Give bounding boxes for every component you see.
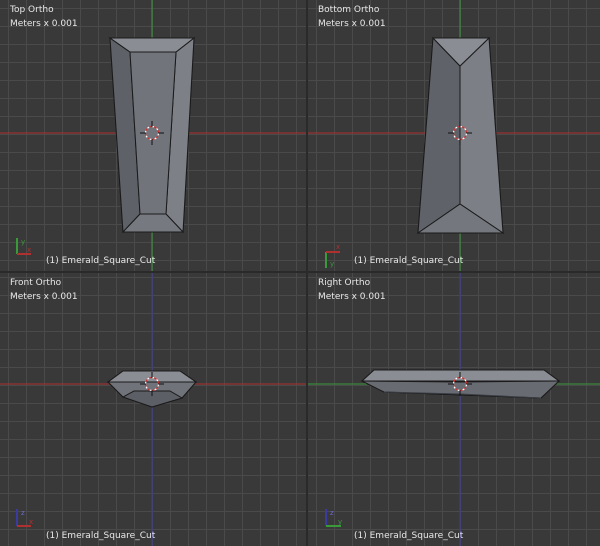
3d-cursor-icon[interactable] (448, 121, 472, 145)
gizmo-x-label: x (27, 246, 31, 254)
viewport-bottom-ortho[interactable]: y x Bottom Ortho Meters x 0.001 (1) Emer… (308, 0, 600, 271)
viewport-units: Meters x 0.001 (10, 19, 78, 29)
gizmo-y-label: y (330, 260, 334, 268)
axis-gizmo-icon: z x (16, 509, 33, 527)
mesh-scene-front: z x (0, 273, 306, 546)
viewport-title: Front Ortho (10, 278, 62, 288)
3d-cursor-icon[interactable] (448, 372, 472, 396)
gizmo-x-label: x (336, 243, 340, 251)
3d-cursor-icon[interactable] (140, 121, 164, 145)
viewport-object-name: (1) Emerald_Square_Cut (46, 256, 156, 266)
emerald-mesh[interactable] (108, 36, 196, 234)
viewport-units: Meters x 0.001 (318, 19, 386, 29)
viewport-front-ortho[interactable]: z x Front Ortho Meters x 0.001 (1) Emera… (0, 273, 306, 546)
viewport-title: Top Ortho (10, 5, 54, 15)
viewport-divider-horizontal[interactable] (0, 271, 600, 273)
gizmo-z-label: z (330, 509, 334, 517)
emerald-mesh[interactable] (416, 36, 505, 235)
viewport-top-ortho[interactable]: y x Top Ortho Meters x 0.001 (1) Emerald… (0, 0, 306, 271)
3d-cursor-icon[interactable] (140, 372, 164, 396)
mesh-scene-right: z y (308, 273, 600, 546)
viewport-right-ortho[interactable]: z y Right Ortho Meters x 0.001 (1) Emera… (308, 273, 600, 546)
viewport-title: Bottom Ortho (318, 5, 380, 15)
axis-gizmo-icon: y x (16, 238, 31, 255)
viewport-units: Meters x 0.001 (10, 292, 78, 302)
viewport-divider-vertical[interactable] (306, 0, 308, 546)
gizmo-y-label: y (338, 518, 342, 526)
gizmo-y-label: y (21, 238, 25, 246)
viewport-object-name: (1) Emerald_Square_Cut (46, 531, 156, 541)
gizmo-z-label: z (21, 509, 25, 517)
axis-gizmo-icon: y x (325, 243, 340, 268)
viewport-units: Meters x 0.001 (318, 292, 386, 302)
axis-gizmo-icon: z y (325, 509, 342, 527)
gizmo-x-label: x (29, 518, 33, 526)
viewport-object-name: (1) Emerald_Square_Cut (354, 256, 464, 266)
mesh-scene-top: y x (0, 0, 306, 271)
viewport-title: Right Ortho (318, 278, 371, 288)
mesh-scene-bottom: y x (308, 0, 600, 271)
viewport-object-name: (1) Emerald_Square_Cut (354, 531, 464, 541)
